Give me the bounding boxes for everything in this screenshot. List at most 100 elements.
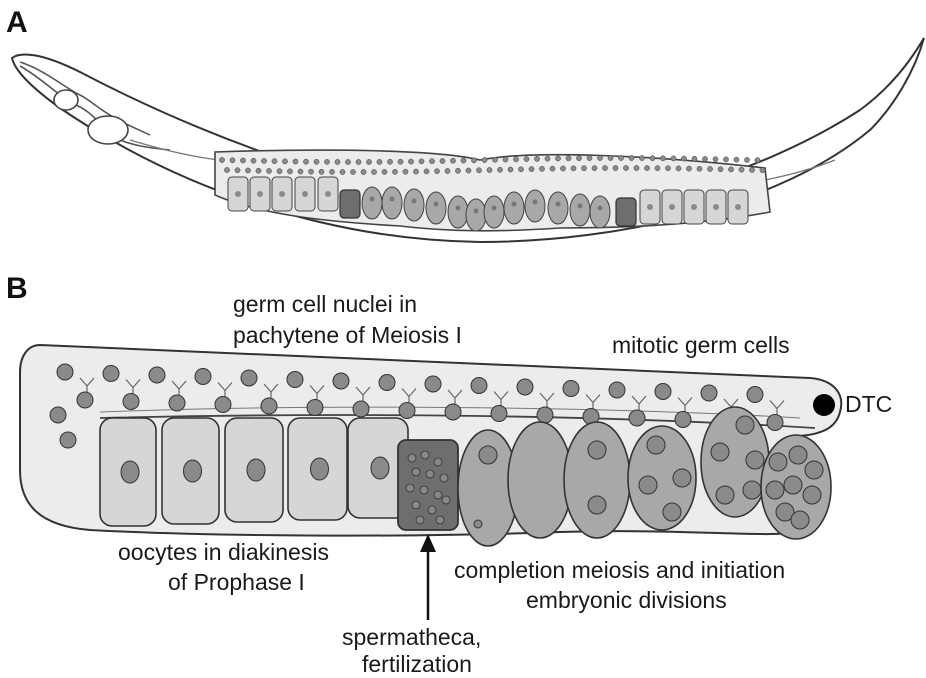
worm-germ-nucleus	[371, 169, 376, 174]
worm-germ-nucleus	[335, 159, 340, 164]
worm-germ-nucleus	[455, 168, 460, 173]
worm-germ-nucleus	[555, 156, 560, 161]
germ-nucleus	[675, 412, 691, 428]
germ-nucleus	[77, 392, 93, 408]
embryo-nucleus	[736, 416, 754, 434]
worm-germ-nucleus	[671, 156, 676, 161]
worm-germ-nucleus	[618, 155, 623, 160]
worm-germ-nucleus	[230, 158, 235, 163]
worm-germ-nucleus	[434, 169, 439, 174]
worm-germ-nucleus	[723, 157, 728, 162]
oocyte-nucleus	[311, 458, 329, 480]
germ-nucleus	[379, 375, 395, 391]
panel-a-letter: A	[6, 6, 28, 39]
worm-germ-nucleus	[581, 166, 586, 171]
worm-embryo-nucleus	[512, 202, 517, 207]
worm-germ-nucleus	[293, 159, 298, 164]
germ-nucleus	[57, 364, 73, 380]
germ-nucleus	[609, 382, 625, 398]
worm-germ-nucleus	[665, 166, 670, 171]
label-oocytes-1: oocytes in diakinesis	[118, 539, 329, 565]
embryo-nucleus	[791, 511, 809, 529]
worm-germ-nucleus	[518, 167, 523, 172]
embryo-nucleus	[716, 486, 734, 504]
sperm-cell	[434, 458, 442, 466]
sperm-cell	[434, 491, 442, 499]
sperm-cell	[406, 484, 414, 492]
worm-germ-nucleus	[303, 159, 308, 164]
germ-nucleus	[353, 401, 369, 417]
germ-nucleus	[195, 369, 211, 385]
worm-germ-nucleus	[513, 157, 518, 162]
worm-germ-nucleus	[676, 166, 681, 171]
label-oocytes-2: of Prophase I	[168, 569, 305, 595]
sperm-cell	[442, 496, 450, 504]
worm-oocyte-nucleus	[713, 204, 719, 210]
embryo-nucleus	[647, 436, 665, 454]
worm-embryo-nucleus	[434, 202, 439, 207]
oocyte-nucleus	[121, 461, 139, 483]
worm-germ-nucleus	[713, 157, 718, 162]
worm-germ-nucleus	[224, 167, 229, 172]
worm-embryo	[504, 192, 524, 224]
sperm-cell	[412, 501, 420, 509]
worm-germ-nucleus	[639, 155, 644, 160]
worm-oocyte-nucleus	[647, 204, 653, 210]
worm-germ-nucleus	[361, 169, 366, 174]
worm-germ-nucleus	[382, 169, 387, 174]
worm-germ-nucleus	[629, 155, 634, 160]
worm-germ-nucleus	[492, 157, 497, 162]
worm-germ-nucleus	[686, 166, 691, 171]
worm-oocyte-nucleus	[325, 191, 331, 197]
worm-germ-nucleus	[272, 159, 277, 164]
embryo-nucleus	[789, 446, 807, 464]
dtc-cell	[813, 394, 835, 416]
worm-germ-nucleus	[466, 168, 471, 173]
worm-germ-nucleus	[366, 159, 371, 164]
worm-oocyte-nucleus	[235, 191, 241, 197]
sperm-cell	[436, 516, 444, 524]
embryo-nucleus	[711, 443, 729, 461]
embryo-nucleus	[588, 496, 606, 514]
worm-embryo	[570, 194, 590, 226]
embryo-nucleus	[479, 446, 497, 464]
embryo	[564, 422, 630, 538]
embryo-nucleus	[663, 503, 681, 521]
worm-embryo-nucleus	[578, 204, 583, 209]
spermatheca	[398, 440, 458, 530]
oocyte-nucleus	[184, 460, 202, 482]
germ-nucleus	[747, 387, 763, 403]
germ-nucleus	[169, 395, 185, 411]
worm-embryo	[382, 187, 402, 219]
worm-germ-nucleus	[755, 158, 760, 163]
worm-germ-nucleus	[377, 159, 382, 164]
worm-germ-nucleus	[644, 165, 649, 170]
worm-germ-nucleus	[566, 156, 571, 161]
worm-germ-nucleus	[240, 158, 245, 163]
worm-germ-nucleus	[314, 159, 319, 164]
worm-germ-nucleus	[692, 156, 697, 161]
worm-germ-nucleus	[587, 156, 592, 161]
worm-germ-nucleus	[634, 165, 639, 170]
worm-germ-nucleus	[550, 166, 555, 171]
label-pachytene-2: pachytene of Meiosis I	[233, 322, 462, 348]
germ-nucleus	[767, 415, 783, 431]
worm-germ-nucleus	[597, 155, 602, 160]
germ-nucleus	[123, 394, 139, 410]
worm-embryo	[466, 199, 486, 231]
panel-b-letter: B	[6, 272, 28, 305]
worm-embryo-nucleus	[456, 206, 461, 211]
worm-germ-nucleus	[319, 169, 324, 174]
worm-oocyte-nucleus	[257, 191, 263, 197]
worm-germ-nucleus	[256, 168, 261, 173]
worm-terminal-bulb	[88, 116, 128, 144]
worm-germ-nucleus	[718, 167, 723, 172]
worm-embryo	[426, 192, 446, 224]
worm-germ-nucleus	[235, 168, 240, 173]
worm-germ-nucleus	[508, 167, 513, 172]
sperm-cell	[412, 468, 420, 476]
worm-germ-nucleus	[707, 166, 712, 171]
worm-germ-nucleus	[298, 169, 303, 174]
worm-germ-nucleus	[398, 159, 403, 164]
worm-germ-nucleus	[403, 169, 408, 174]
